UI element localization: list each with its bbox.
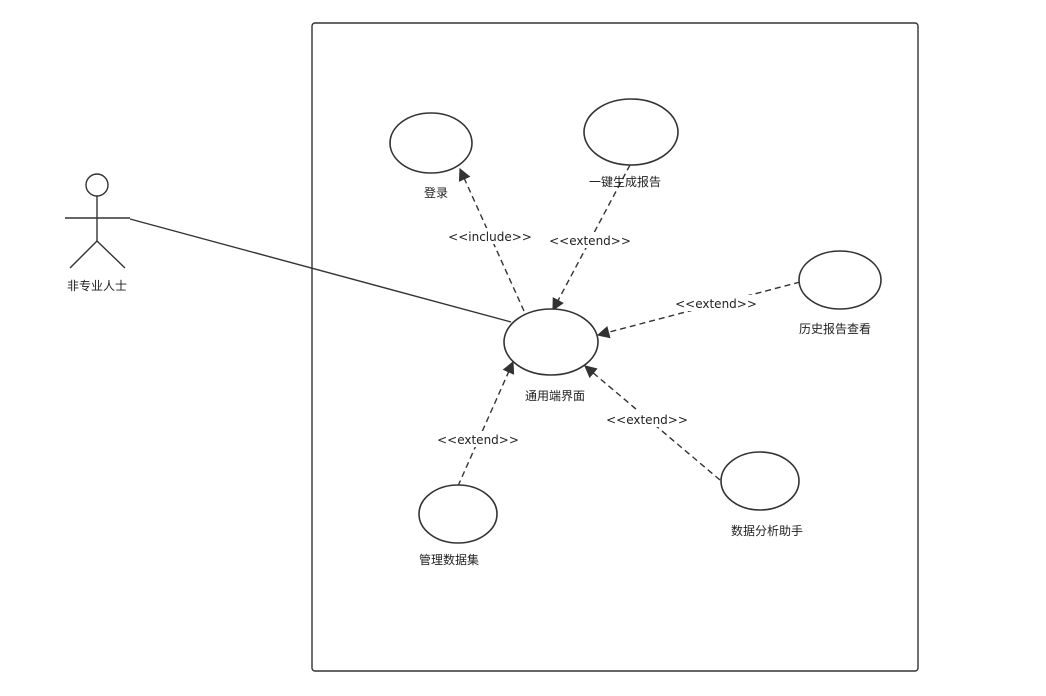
use-case-ellipse [720, 451, 800, 511]
use-case-ellipse [798, 250, 882, 310]
actor-non-professional[interactable]: 非专业人士 [65, 173, 130, 293]
use-case-label-report: 一键生成报告 [589, 174, 661, 189]
use-case-label-history: 历史报告查看 [799, 321, 871, 336]
relationship-extend-assistant: <<extend>> [584, 365, 721, 481]
relationship-extend-history: <<extend>> [596, 281, 801, 339]
use-case-ellipse [583, 98, 679, 166]
relationship-extend-dataset: <<extend>> [437, 360, 519, 487]
system-boundary [311, 22, 919, 672]
extend-label-history: <<extend>> [675, 297, 757, 311]
use-case-label-assistant: 数据分析助手 [731, 523, 803, 538]
extend-label-assistant: <<extend>> [606, 413, 688, 427]
relationship-include-login: <<include>> [448, 167, 532, 312]
include-label: <<include>> [448, 230, 532, 244]
use-case-general-interface[interactable]: 通用端界面 [503, 308, 599, 403]
extend-label-report: <<extend>> [549, 234, 631, 248]
actor-label: 非专业人士 [67, 278, 127, 293]
use-case-one-click-report[interactable]: 一键生成报告 [583, 98, 679, 189]
use-case-login[interactable]: 登录 [389, 112, 473, 200]
extend-label-dataset: <<extend>> [437, 433, 519, 447]
use-case-ellipse [389, 112, 473, 174]
use-case-ellipse [418, 484, 498, 544]
use-case-ellipse [503, 308, 599, 376]
use-case-label-dataset: 管理数据集 [419, 552, 479, 567]
relationship-extend-report: <<extend>> [549, 164, 631, 312]
use-case-manage-dataset[interactable]: 管理数据集 [418, 484, 498, 567]
association-line [129, 218, 512, 323]
use-case-label-login: 登录 [424, 185, 448, 200]
use-case-label-general: 通用端界面 [525, 389, 585, 403]
use-case-history-report[interactable]: 历史报告查看 [798, 250, 882, 336]
use-case-data-assistant[interactable]: 数据分析助手 [720, 451, 803, 538]
stick-figure-actor-icon [65, 173, 130, 269]
